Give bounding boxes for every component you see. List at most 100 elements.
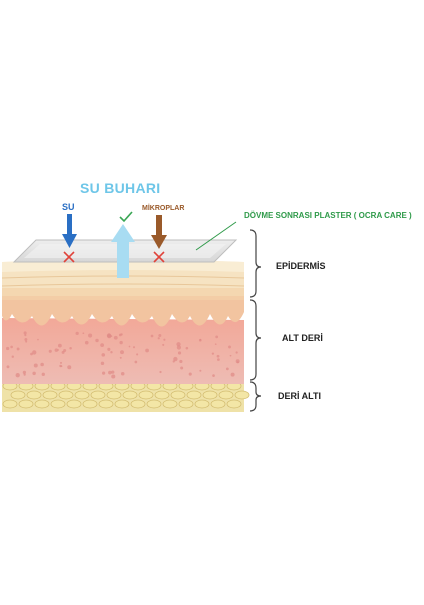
fat-cell [26, 390, 42, 400]
dermis-dot [59, 364, 62, 368]
fat-cell [218, 390, 234, 400]
dermis-dot [180, 366, 184, 370]
dermis-dot [158, 334, 162, 338]
fat-cell [226, 399, 242, 409]
dermis-dot [57, 349, 60, 351]
water-cross-icon [63, 251, 75, 263]
diagram-title: SU BUHARI [80, 180, 161, 196]
dermis-dot [150, 334, 154, 338]
dermis-dot [229, 354, 232, 357]
fat-cells [2, 381, 250, 409]
dermis-dot [59, 361, 63, 364]
dermis-dot [119, 340, 123, 345]
dermis-dot [199, 369, 202, 372]
fat-cell [106, 390, 122, 400]
dermis-dot [54, 348, 59, 352]
dermis-dot [40, 362, 44, 367]
dermis-dot [163, 338, 166, 341]
fat-cell [186, 390, 202, 400]
dermis-dot [110, 351, 113, 354]
dermis-dot [188, 372, 192, 376]
dermis-dot [63, 348, 67, 353]
dermis-dot [10, 345, 13, 349]
fat-cell [170, 390, 186, 400]
dermis-dot [100, 343, 105, 347]
fat-cell [50, 399, 66, 409]
fat-cell [34, 399, 50, 409]
dermis-dot [120, 371, 125, 376]
fat-cell [162, 399, 178, 409]
dermis-dot [176, 345, 181, 350]
subcutis-brace-icon [249, 381, 262, 412]
layer-label-subcutis: DERİ ALTI [278, 391, 321, 401]
dermis-dots [6, 331, 240, 379]
fat-cell [90, 390, 106, 400]
vapor-up-arrow-icon [111, 224, 135, 278]
fat-cell [130, 399, 146, 409]
dermis-dot [212, 374, 215, 377]
dermis-dot [25, 340, 28, 343]
dermis-dot [176, 342, 181, 347]
patch-leader-line [195, 221, 237, 251]
fat-cell [146, 399, 162, 409]
dermis-dot [57, 343, 62, 348]
dermis-dot [88, 333, 93, 338]
fat-cell [210, 399, 226, 409]
fat-cell [122, 390, 138, 400]
dermis-dot [128, 345, 131, 348]
fat-cell [10, 390, 26, 400]
dermis-dot [69, 346, 72, 350]
dermis-dot [100, 361, 105, 366]
fat-cell [2, 399, 18, 409]
dermis-dot [111, 374, 116, 379]
dermis-dot [136, 353, 139, 356]
dermis-dot [32, 371, 36, 376]
dermis-dot [215, 335, 219, 339]
fat-cell [154, 390, 170, 400]
dermis-dot [16, 347, 20, 351]
dermis-dot [30, 352, 33, 356]
dermis-dot [120, 350, 124, 355]
fat-cell [98, 399, 114, 409]
dermis-dot [236, 361, 239, 364]
fat-cell [58, 390, 74, 400]
microbes-down-arrow-icon [151, 215, 167, 249]
fat-cell [66, 399, 82, 409]
dermis-dot [230, 372, 235, 377]
dermis-dot [11, 355, 14, 358]
dermis-dot [173, 356, 178, 362]
dermis-dot [159, 370, 162, 374]
dermis-dot [106, 333, 112, 338]
dermis-dot [15, 373, 20, 378]
dermis-dot [134, 360, 138, 364]
dermis-dot [228, 345, 231, 349]
dermis-dot [33, 363, 38, 368]
dermis-dot [101, 353, 106, 357]
dermis-dot [119, 356, 122, 359]
dermis-dot [32, 350, 37, 355]
dermis-dot [6, 346, 10, 351]
dermis-dot [157, 337, 160, 340]
dermis-dot [185, 346, 189, 350]
fat-cell [194, 399, 210, 409]
dermis-dot [235, 351, 238, 354]
dermis-dot [6, 365, 10, 369]
dermis-dot [217, 358, 220, 361]
dermis-dot [162, 343, 165, 346]
dermis-dot [113, 335, 118, 340]
dermis-dot [108, 370, 112, 375]
dermis-dot [37, 338, 39, 341]
layer-label-dermis: ALT DERİ [282, 333, 323, 343]
dermis-dot [84, 340, 89, 345]
dermis-dot [24, 334, 27, 337]
fat-cell [42, 390, 58, 400]
dermis-dot [132, 346, 136, 349]
dermis-dot [216, 354, 220, 358]
dermis-dot [82, 332, 85, 335]
fat-cell [202, 390, 218, 400]
dermis-dot [23, 373, 26, 376]
microbes-label: MİKROPLAR [142, 205, 185, 212]
fat-cell [74, 390, 90, 400]
